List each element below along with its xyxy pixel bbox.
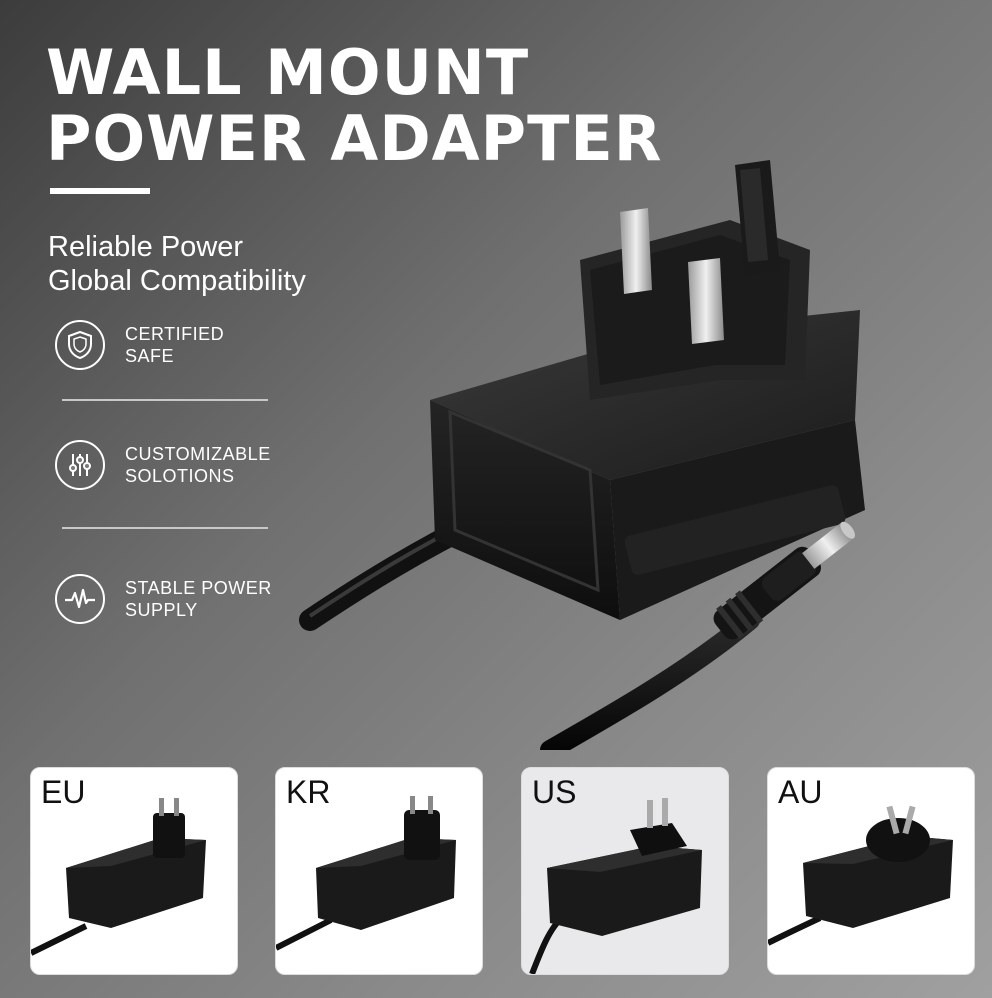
subtitle-line-1: Reliable Power <box>48 231 244 263</box>
feature-line-1: STABLE POWER <box>125 578 272 598</box>
feature-line-1: CERTIFIED <box>125 324 225 344</box>
divider <box>62 527 268 529</box>
au-adapter-image <box>768 805 953 946</box>
plug-type-label: AU <box>778 774 823 810</box>
feature-line-1: CUSTOMIZABLE <box>125 444 271 464</box>
plug-type-label: KR <box>286 774 331 810</box>
plug-card-au: AU <box>767 767 975 975</box>
subtitle-line-2: Global Compatibility <box>48 265 306 297</box>
sliders-icon <box>55 440 105 490</box>
feature-stable-power: STABLE POWER SUPPLY <box>55 574 272 624</box>
title-underline <box>50 188 150 194</box>
page-title: WALL MOUNT POWER ADAPTER <box>46 40 662 172</box>
plug-card-eu: EU <box>30 767 238 975</box>
feature-line-2: SAFE <box>125 346 175 366</box>
plug-card-kr: KR <box>275 767 483 975</box>
feature-line-2: SOLOTIONS <box>125 466 235 486</box>
plug-type-label: US <box>532 774 577 810</box>
feature-label: STABLE POWER SUPPLY <box>125 577 272 621</box>
eu-adapter-image <box>31 798 206 956</box>
title-line-1: WALL MOUNT <box>46 36 530 109</box>
feature-line-2: SUPPLY <box>125 600 198 620</box>
feature-certified: CERTIFIED SAFE <box>55 320 224 370</box>
feature-label: CERTIFIED SAFE <box>125 323 224 367</box>
pulse-icon <box>55 574 105 624</box>
uk-adapter-image <box>299 160 865 750</box>
us-adapter-image <box>529 798 702 974</box>
kr-adapter-image <box>276 796 456 951</box>
subtitle: Reliable Power Global Compatibility <box>48 230 306 298</box>
divider <box>62 399 268 401</box>
feature-customizable: CUSTOMIZABLE SOLOTIONS <box>55 440 271 490</box>
shield-icon <box>55 320 105 370</box>
plug-type-label: EU <box>41 774 86 810</box>
title-line-2: POWER ADAPTER <box>46 102 663 175</box>
plug-card-us: US <box>521 767 729 975</box>
feature-label: CUSTOMIZABLE SOLOTIONS <box>125 443 271 487</box>
